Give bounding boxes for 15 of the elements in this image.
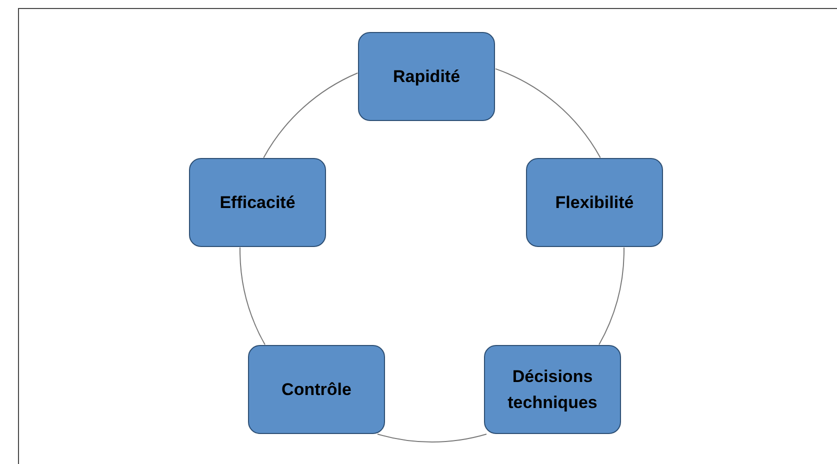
rounded-box [358, 32, 495, 121]
rounded-box [248, 345, 385, 434]
connector-arc [376, 434, 487, 442]
box-label: Rapidité [392, 66, 460, 88]
box-label: Contrôle [282, 378, 352, 400]
connector-arc [598, 247, 624, 346]
box-label: Flexibilité [555, 192, 634, 214]
box-label: Décisions techniques [506, 366, 598, 414]
box-label: Efficacité [220, 192, 296, 214]
rounded-box [189, 158, 326, 247]
rounded-box [526, 158, 663, 247]
connector-arc [240, 246, 266, 346]
rounded-box [484, 345, 621, 434]
connector-arc [495, 68, 601, 158]
connector-arc [263, 72, 358, 158]
